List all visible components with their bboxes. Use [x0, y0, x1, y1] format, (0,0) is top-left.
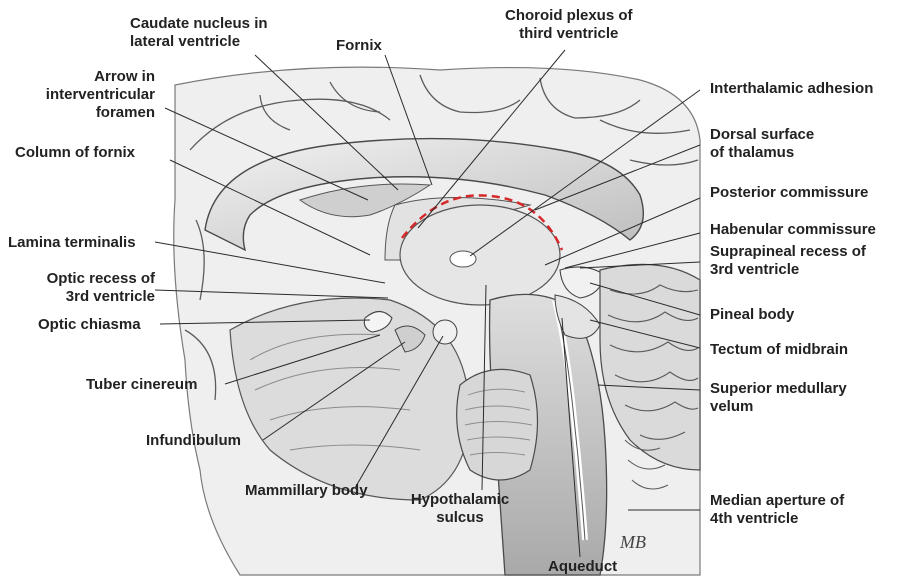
- label-tuber-text: Tuber cinereum: [86, 376, 197, 394]
- label-median-line1: Median aperture of: [710, 492, 844, 510]
- label-fornix: Fornix: [336, 37, 382, 55]
- label-mammillary-text: Mammillary body: [245, 482, 368, 500]
- label-posterior-text: Posterior commissure: [710, 184, 868, 202]
- label-tuber-cinereum: Tuber cinereum: [86, 376, 197, 394]
- label-arrow-line2: interventricular: [30, 86, 155, 104]
- label-superior-medullary-velum: Superior medullary velum: [710, 380, 847, 416]
- label-hypothalamic-line1: Hypothalamic: [400, 491, 520, 509]
- label-lamina-text: Lamina terminalis: [8, 234, 136, 252]
- label-optic-recess-line2: 3rd ventricle: [10, 288, 155, 306]
- label-caudate-line1: Caudate nucleus in: [130, 15, 268, 33]
- label-infundibulum: Infundibulum: [146, 432, 241, 450]
- label-dorsal-line1: Dorsal surface: [710, 126, 814, 144]
- label-aqueduct: Aqueduct: [548, 558, 617, 576]
- label-suprapineal-line1: Suprapineal recess of: [710, 243, 866, 261]
- artist-signature: MB: [619, 532, 646, 552]
- label-hypothalamic-line2: sulcus: [400, 509, 520, 527]
- pons: [457, 369, 538, 480]
- label-optic-recess: Optic recess of 3rd ventricle: [10, 270, 155, 306]
- label-velum-line2: velum: [710, 398, 847, 416]
- label-infundibulum-text: Infundibulum: [146, 432, 241, 450]
- label-caudate-line2: lateral ventricle: [130, 33, 268, 51]
- label-optic-chiasma: Optic chiasma: [38, 316, 141, 334]
- label-habenular-commissure: Habenular commissure: [710, 221, 876, 239]
- label-mammillary-body: Mammillary body: [245, 482, 368, 500]
- label-arrow-line3: foramen: [30, 104, 155, 122]
- label-choroid-line1: Choroid plexus of: [505, 7, 633, 25]
- label-arrow-foramen: Arrow in interventricular foramen: [30, 68, 155, 122]
- mammillary-body-shape: [433, 320, 457, 344]
- label-interthalamic-text: Interthalamic adhesion: [710, 80, 873, 98]
- label-column-of-fornix: Column of fornix: [15, 144, 135, 162]
- label-interthalamic-adhesion: Interthalamic adhesion: [710, 80, 873, 98]
- label-dorsal-surface: Dorsal surface of thalamus: [710, 126, 814, 162]
- label-median-line2: 4th ventricle: [710, 510, 844, 528]
- label-tectum: Tectum of midbrain: [710, 341, 848, 359]
- label-suprapineal-line2: 3rd ventricle: [710, 261, 866, 279]
- label-fornix-text: Fornix: [336, 37, 382, 55]
- label-dorsal-line2: of thalamus: [710, 144, 814, 162]
- label-pineal-body: Pineal body: [710, 306, 794, 324]
- label-velum-line1: Superior medullary: [710, 380, 847, 398]
- label-optic-chiasma-text: Optic chiasma: [38, 316, 141, 334]
- label-pineal-text: Pineal body: [710, 306, 794, 324]
- label-choroid-line2: third ventricle: [505, 25, 633, 43]
- label-habenular-text: Habenular commissure: [710, 221, 876, 239]
- label-arrow-line1: Arrow in: [30, 68, 155, 86]
- label-caudate-nucleus: Caudate nucleus in lateral ventricle: [130, 15, 268, 51]
- label-posterior-commissure: Posterior commissure: [710, 184, 868, 202]
- label-aqueduct-text: Aqueduct: [548, 558, 617, 576]
- label-column-text: Column of fornix: [15, 144, 135, 162]
- label-lamina-terminalis: Lamina terminalis: [8, 234, 136, 252]
- label-tectum-text: Tectum of midbrain: [710, 341, 848, 359]
- label-hypothalamic-sulcus: Hypothalamic sulcus: [400, 491, 520, 527]
- label-choroid-plexus: Choroid plexus of third ventricle: [505, 7, 633, 43]
- label-median-aperture: Median aperture of 4th ventricle: [710, 492, 844, 528]
- label-optic-recess-line1: Optic recess of: [10, 270, 155, 288]
- label-suprapineal-recess: Suprapineal recess of 3rd ventricle: [710, 243, 866, 279]
- interthalamic-adhesion-shape: [450, 251, 476, 267]
